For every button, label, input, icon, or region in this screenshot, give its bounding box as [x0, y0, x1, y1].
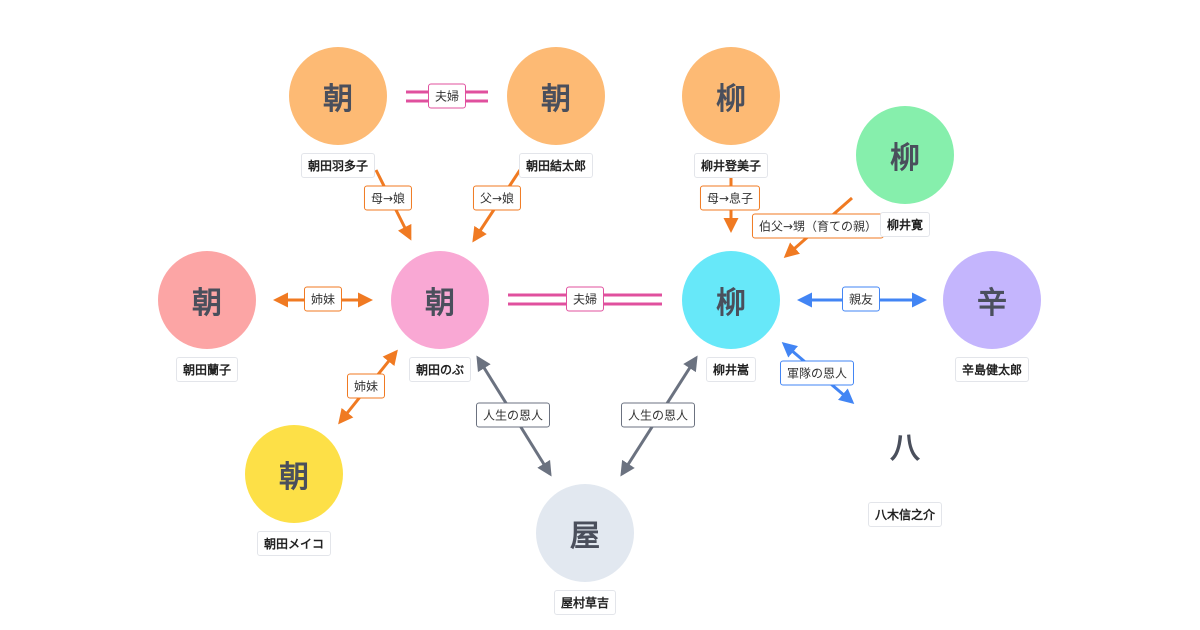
- relation-label: 親友: [841, 286, 881, 312]
- person-node-hatako[interactable]: 朝: [289, 47, 387, 145]
- relation-label: 夫婦: [565, 286, 605, 312]
- person-glyph: 朝: [192, 286, 222, 321]
- person-name: 朝田羽多子: [300, 153, 376, 178]
- person-name: 八木信之介: [867, 502, 943, 527]
- person-name: 朝田結太郎: [518, 153, 594, 178]
- person-node-yuitaro[interactable]: 朝: [507, 47, 605, 145]
- person-name: 辛島健太郎: [954, 357, 1030, 382]
- person-glyph: 辛: [977, 286, 1007, 321]
- person-node-yagi[interactable]: 八: [856, 396, 954, 494]
- person-glyph: 柳: [716, 82, 746, 117]
- person-node-ranko[interactable]: 朝: [158, 251, 256, 349]
- relation-label: 父→娘: [472, 185, 522, 211]
- person-glyph: 朝: [425, 286, 455, 321]
- person-node-meiko[interactable]: 朝: [245, 425, 343, 523]
- relation-label: 母→娘: [363, 185, 413, 211]
- relation-label: 人生の恩人: [620, 402, 696, 428]
- person-node-kentaro[interactable]: 辛: [943, 251, 1041, 349]
- person-node-soukichi[interactable]: 屋: [536, 484, 634, 582]
- relation-label: 夫婦: [427, 83, 467, 109]
- person-glyph: 朝: [279, 460, 309, 495]
- relation-label: 人生の恩人: [475, 402, 551, 428]
- person-name: 朝田蘭子: [175, 357, 239, 382]
- person-name: 柳井寛: [879, 212, 931, 237]
- person-name: 屋村草吉: [553, 590, 617, 615]
- relation-label: 軍隊の恩人: [779, 360, 855, 386]
- person-name: 柳井嵩: [705, 357, 757, 382]
- person-node-nobu[interactable]: 朝: [391, 251, 489, 349]
- relation-label: 姉妹: [303, 286, 343, 312]
- person-glyph: 屋: [570, 519, 600, 554]
- relation-label: 姉妹: [346, 373, 386, 399]
- person-glyph: 柳: [716, 286, 746, 321]
- person-node-hiroshi[interactable]: 柳: [856, 106, 954, 204]
- person-glyph: 朝: [323, 82, 353, 117]
- relation-label: 母→息子: [699, 185, 761, 211]
- person-glyph: 八: [890, 431, 920, 466]
- person-node-takashi[interactable]: 柳: [682, 251, 780, 349]
- person-node-tomiko[interactable]: 柳: [682, 47, 780, 145]
- person-name: 柳井登美子: [693, 153, 769, 178]
- person-name: 朝田のぶ: [408, 357, 472, 382]
- person-name: 朝田メイコ: [256, 531, 332, 556]
- person-glyph: 朝: [541, 82, 571, 117]
- relation-label: 伯父→甥（育ての親）: [751, 213, 885, 239]
- person-glyph: 柳: [890, 141, 920, 176]
